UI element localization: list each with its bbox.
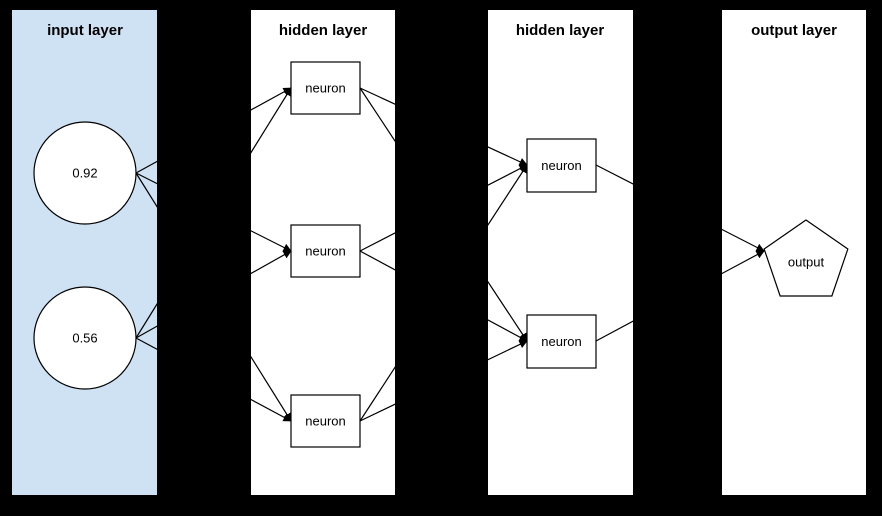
node-label: 0.56 <box>72 330 97 345</box>
node-label: neuron <box>541 334 581 349</box>
pentagon-shape <box>763 219 849 297</box>
title-hidden-layer-1: hidden layer <box>279 22 368 39</box>
node-label: output <box>788 254 825 269</box>
node-input-node-1[interactable]: 0.92 <box>33 121 137 225</box>
node-input-node-2[interactable]: 0.56 <box>33 286 137 390</box>
node-hidden1-neuron-2[interactable]: neuron <box>290 224 361 278</box>
node-label: 0.92 <box>72 165 97 180</box>
node-hidden1-neuron-3[interactable]: neuron <box>290 394 361 448</box>
node-hidden2-neuron-1[interactable]: neuron <box>526 138 597 193</box>
title-hidden-layer-2: hidden layer <box>516 22 605 39</box>
rect-shape <box>290 394 361 448</box>
node-output-node[interactable]: output <box>763 219 849 297</box>
title-output-layer: output layer <box>751 22 837 39</box>
layer-titles: input layer hidden layer hidden layer outpu… <box>47 22 837 39</box>
rect-shape <box>526 314 597 369</box>
title-input-layer: input layer <box>47 22 123 39</box>
rect-shape <box>290 61 361 115</box>
panel-input-layer <box>12 10 157 495</box>
node-label: neuron <box>305 413 345 428</box>
node-label: neuron <box>305 80 345 95</box>
node-label: neuron <box>305 243 345 258</box>
node-label: neuron <box>541 158 581 173</box>
circle-shape <box>33 286 137 390</box>
circle-shape <box>33 121 137 225</box>
rect-shape <box>290 224 361 278</box>
node-hidden2-neuron-2[interactable]: neuron <box>526 314 597 369</box>
layer-nodes: 0.92 0.56 neuron neuron neuron neuron neuron ou… <box>33 61 849 448</box>
rect-shape <box>526 138 597 193</box>
node-hidden1-neuron-1[interactable]: neuron <box>290 61 361 115</box>
panel-hidden-layer-2 <box>488 10 633 495</box>
